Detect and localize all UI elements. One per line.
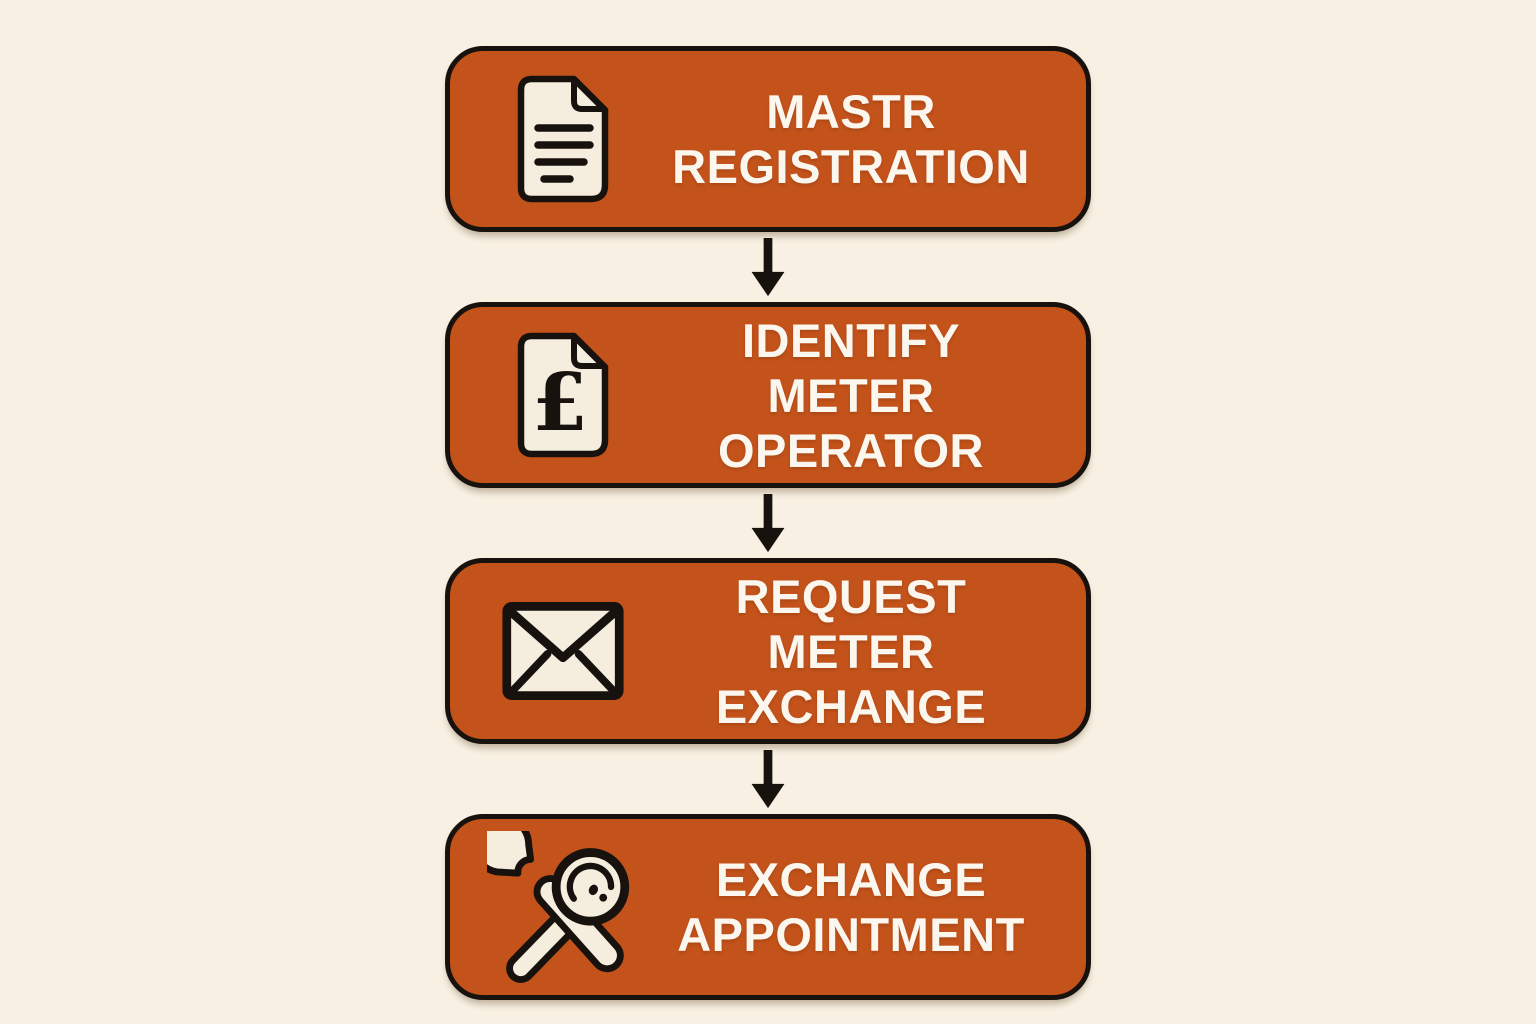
step-label-line2: REGISTRATION [672,140,1030,193]
arrow-down-icon [746,744,790,814]
step-box-identify-meter-operator: £ IDENTIFY METER OPERATOR [445,302,1091,488]
pound-symbol: £ [532,355,588,449]
step-box-exchange-appointment: EXCHANGE APPOINTMENT [445,814,1091,1000]
envelope-icon [484,599,642,703]
step-label: REQUEST METER EXCHANGE [642,569,1060,734]
arrow-down-icon [746,488,790,558]
step-label-line2: METER EXCHANGE [715,624,987,733]
step-label-line1: IDENTIFY [741,313,961,367]
step-label-line1: EXCHANGE [715,853,987,906]
document-icon [484,73,642,205]
step-label-line2: METER OPERATOR [717,368,984,477]
step-label-line1: MASTR [766,85,936,138]
step-box-request-meter-exchange: REQUEST METER EXCHANGE [445,558,1091,744]
wrench-gauge-icon [484,831,642,983]
step-label: MASTR REGISTRATION [642,84,1060,194]
step-label-line2: APPOINTMENT [677,908,1025,961]
arrow-down-icon [746,232,790,302]
step-box-mastr-registration: MASTR REGISTRATION [445,46,1091,232]
step-label: IDENTIFY METER OPERATOR [642,313,1060,478]
step-label: EXCHANGE APPOINTMENT [642,852,1060,962]
pound-document-icon: £ [484,330,642,460]
step-label-line1: REQUEST [735,569,967,623]
